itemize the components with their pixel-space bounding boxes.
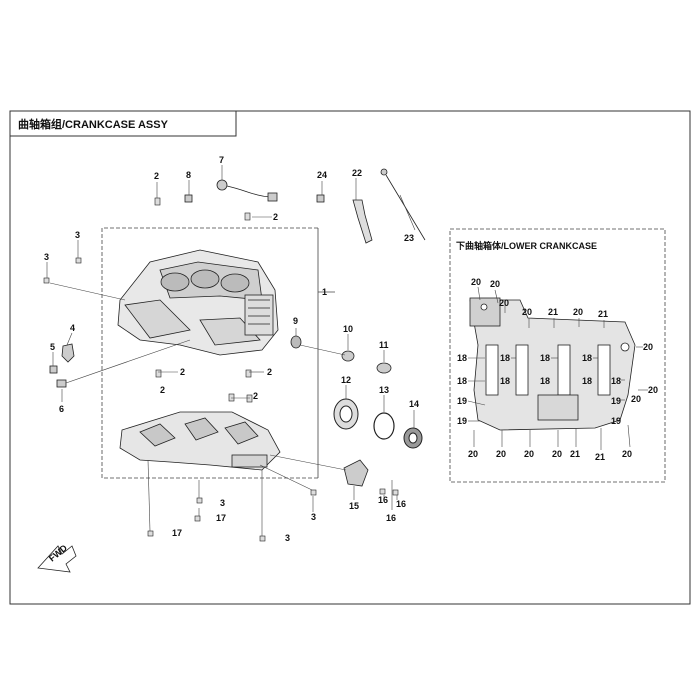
bolt-5 — [49, 365, 58, 374]
inset-callout-18: 18 — [582, 353, 592, 363]
snap-ring-13 — [373, 412, 395, 440]
callout-16: 16 — [386, 513, 396, 523]
callout-9: 9 — [293, 316, 298, 326]
callout-5: 5 — [50, 342, 55, 352]
inset-callout-20: 20 — [499, 298, 509, 308]
callout-11: 11 — [379, 340, 389, 350]
callout-17: 17 — [216, 513, 226, 523]
inset-title: 下曲轴箱体/LOWER CRANKCASE — [456, 240, 597, 251]
callout-2: 2 — [267, 367, 272, 377]
inset-callout-19: 19 — [611, 416, 621, 426]
dowel-pins — [154, 197, 253, 403]
inset-callout-18: 18 — [582, 376, 592, 386]
inset-callout-18: 18 — [457, 353, 467, 363]
inset-callout-20: 20 — [471, 277, 481, 287]
callout-3: 3 — [220, 498, 225, 508]
callout-4: 4 — [70, 323, 75, 333]
callout-2: 2 — [160, 385, 165, 395]
inset-callout-20: 20 — [552, 449, 562, 459]
inset-callout-21: 21 — [598, 309, 608, 319]
inset-callout-20: 20 — [468, 449, 478, 459]
inset-callout-21: 21 — [548, 307, 558, 317]
lower-crankcase — [119, 411, 281, 471]
callout-16: 16 — [378, 495, 388, 505]
callout-10: 10 — [343, 324, 353, 334]
diagram-border — [9, 110, 691, 605]
callout-8: 8 — [186, 170, 191, 180]
inset-callout-18: 18 — [457, 376, 467, 386]
inset-callout-19: 19 — [611, 396, 621, 406]
callout-17: 17 — [172, 528, 182, 538]
bolts — [43, 257, 399, 542]
tube-22 — [352, 199, 373, 244]
inset-callout-19: 19 — [457, 416, 467, 426]
callout-15: 15 — [349, 501, 359, 511]
inset-callout-20: 20 — [622, 449, 632, 459]
bolt-8 — [184, 194, 193, 203]
callout-3: 3 — [311, 512, 316, 522]
leader-lines — [46, 165, 416, 536]
callout-16: 16 — [396, 499, 406, 509]
cover-15 — [343, 459, 369, 487]
callout-3: 3 — [44, 252, 49, 262]
bracket-4 — [61, 343, 75, 363]
inset-callout-18: 18 — [540, 353, 550, 363]
callout-24: 24 — [317, 170, 327, 180]
inset-callout-20: 20 — [643, 342, 653, 352]
inset-callout-20: 20 — [496, 449, 506, 459]
inset-callout-19: 19 — [457, 396, 467, 406]
inset-callout-20: 20 — [648, 385, 658, 395]
diagram-title: 曲轴箱组/CRANKCASE ASSY — [18, 117, 169, 131]
inset-callout-20: 20 — [573, 307, 583, 317]
inset-callout-18: 18 — [540, 376, 550, 386]
callout-2: 2 — [273, 212, 278, 222]
cap-11 — [376, 362, 392, 374]
callout-14: 14 — [409, 399, 419, 409]
title-box — [9, 110, 237, 137]
assembly-frame — [101, 227, 318, 479]
inset-callout-21: 21 — [570, 449, 580, 459]
inset-leader-lines — [467, 286, 648, 450]
callout-2: 2 — [180, 367, 185, 377]
callout-12: 12 — [341, 375, 351, 385]
seal-9 — [290, 335, 302, 349]
fwd-arrow: FWD — [37, 542, 77, 573]
callout-6: 6 — [59, 404, 64, 414]
inset-callout-20: 20 — [490, 279, 500, 289]
inset-callout-21: 21 — [595, 452, 605, 462]
callout-2: 2 — [154, 171, 159, 181]
inset-callout-18: 18 — [611, 376, 621, 386]
inset-callout-20: 20 — [631, 394, 641, 404]
sensor-7 — [216, 179, 278, 202]
callout-7: 7 — [219, 155, 224, 165]
inset-callout-18: 18 — [500, 353, 510, 363]
inset-callout-20: 20 — [522, 307, 532, 317]
callout-23: 23 — [404, 233, 414, 243]
inset-lower-crankcase — [469, 297, 636, 431]
inset-callout-18: 18 — [500, 376, 510, 386]
bolt-24 — [316, 194, 325, 203]
inset-callout-20: 20 — [524, 449, 534, 459]
callout-3: 3 — [75, 230, 80, 240]
callout-22: 22 — [352, 168, 362, 178]
callout-3: 3 — [285, 533, 290, 543]
oil-seal-14 — [403, 427, 423, 449]
sensor-6 — [56, 379, 67, 388]
upper-crankcase — [117, 249, 279, 356]
callout-2: 2 — [253, 391, 258, 401]
callout-13: 13 — [379, 385, 389, 395]
dipstick-23 — [380, 168, 426, 241]
washer-10 — [341, 350, 355, 362]
callout-1: 1 — [322, 287, 327, 297]
bearing-12 — [333, 398, 359, 430]
